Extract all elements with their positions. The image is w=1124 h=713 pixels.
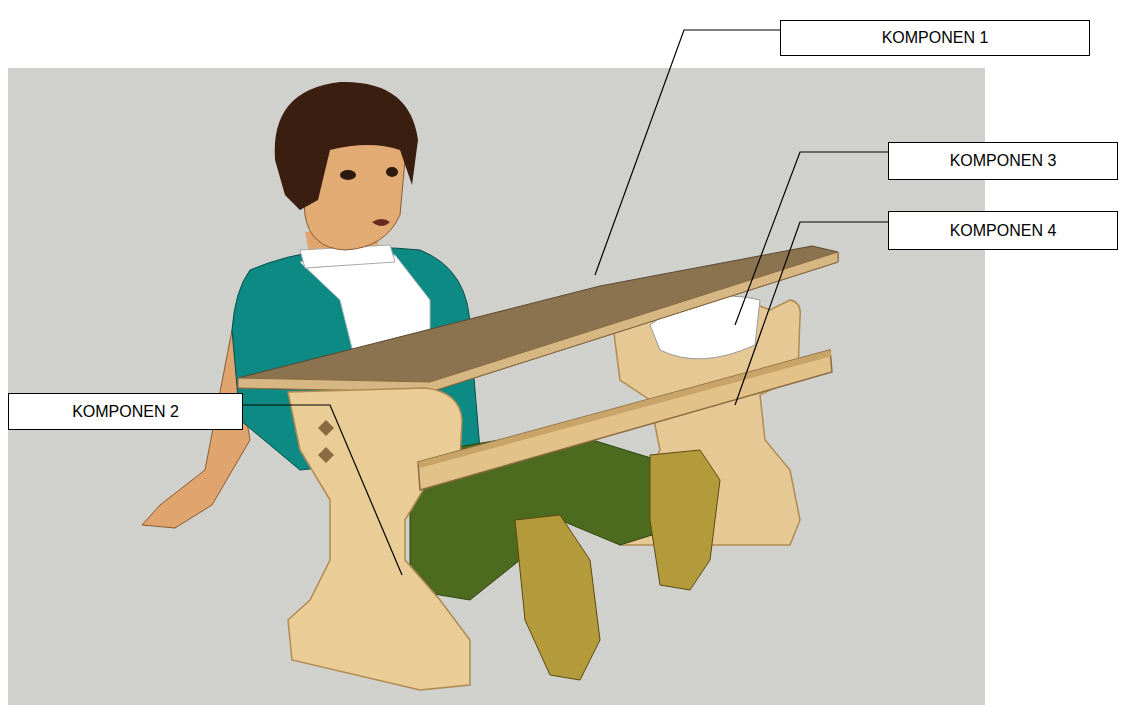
child-eye bbox=[340, 170, 356, 180]
child-eye bbox=[386, 167, 398, 177]
panel-peg bbox=[318, 420, 334, 463]
desk-top-edge bbox=[238, 252, 838, 392]
part-label: KOMPONEN 4 bbox=[950, 222, 1057, 240]
part-label: KOMPONEN 3 bbox=[950, 152, 1057, 170]
background-panel bbox=[8, 68, 985, 705]
child-shoe bbox=[650, 450, 720, 590]
label-box: KOMPONEN 1 bbox=[780, 20, 1090, 56]
child-mouth bbox=[372, 219, 390, 226]
label-box: KOMPONEN 2 bbox=[8, 393, 243, 430]
part-label: KOMPONEN 1 bbox=[882, 29, 989, 47]
desk-side-panel bbox=[288, 388, 470, 690]
front-bar bbox=[418, 350, 832, 490]
label-box: KOMPONEN 3 bbox=[888, 142, 1118, 180]
leader-line bbox=[735, 222, 888, 405]
child-shoe bbox=[515, 515, 600, 680]
child-hair bbox=[275, 82, 418, 210]
label-box: KOMPONEN 4 bbox=[888, 211, 1118, 250]
leader-line bbox=[595, 30, 780, 275]
leader-line bbox=[243, 405, 402, 575]
front-bar-top bbox=[418, 350, 832, 468]
leader-line bbox=[735, 152, 888, 325]
part-label: KOMPONEN 2 bbox=[72, 403, 179, 421]
